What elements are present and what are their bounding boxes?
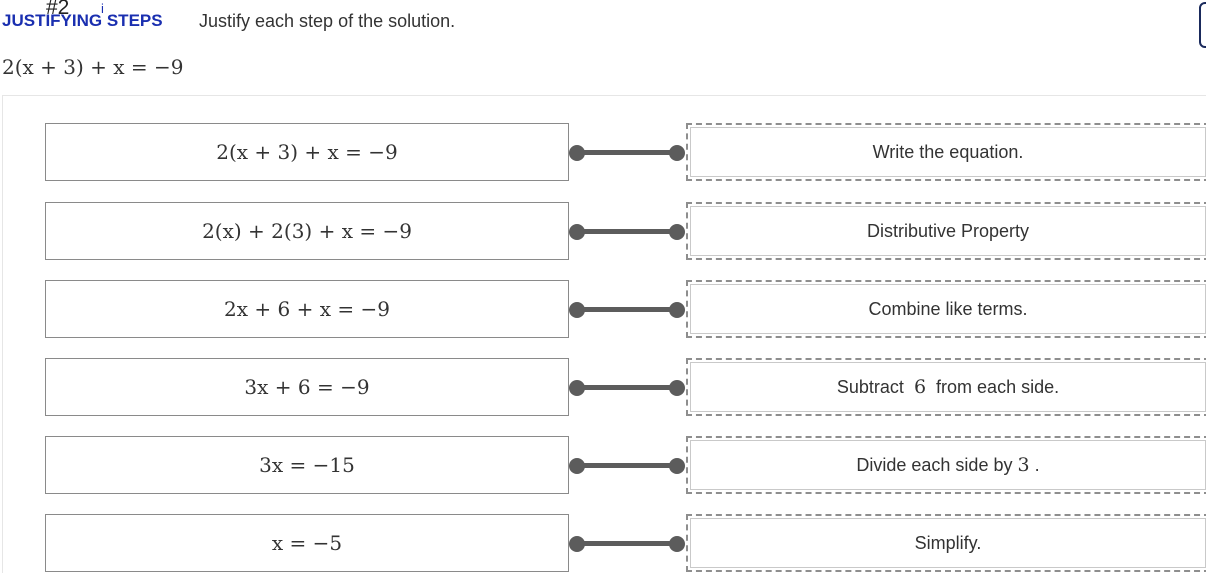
- reason-card[interactable]: Simplify.: [690, 518, 1206, 568]
- connector-right-handle[interactable]: [669, 224, 685, 240]
- connector-line: [577, 385, 677, 390]
- connector[interactable]: [569, 379, 685, 397]
- side-panel-button[interactable]: [1199, 2, 1206, 48]
- connector-right-handle[interactable]: [669, 380, 685, 396]
- reason-drop-zone[interactable]: Write the equation.: [686, 123, 1206, 181]
- step-expression-text: 2(x + 3) + x = −9: [216, 140, 398, 164]
- connector-right-handle[interactable]: [669, 536, 685, 552]
- step-expression-text: 3x = −15: [259, 453, 355, 477]
- step-expression: 2(x) + 2(3) + x = −9: [45, 202, 569, 260]
- step-expression: 3x = −15: [45, 436, 569, 494]
- step-row: 2(x) + 2(3) + x = −9 Distributive Proper…: [3, 202, 1206, 262]
- reason-drop-zone[interactable]: Simplify.: [686, 514, 1206, 572]
- connector-left-handle[interactable]: [569, 302, 585, 318]
- connector-line: [577, 307, 677, 312]
- connector[interactable]: [569, 223, 685, 241]
- matching-panel: 2(x + 3) + x = −9 Write the equation. 2(…: [2, 95, 1206, 573]
- reason-drop-zone[interactable]: Distributive Property: [686, 202, 1206, 260]
- connector-left-handle[interactable]: [569, 145, 585, 161]
- connector-line: [577, 229, 677, 234]
- connector-right-handle[interactable]: [669, 145, 685, 161]
- connector-right-handle[interactable]: [669, 458, 685, 474]
- reason-text: Simplify.: [914, 532, 982, 553]
- reason-drop-zone[interactable]: Combine like terms.: [686, 280, 1206, 338]
- connector[interactable]: [569, 144, 685, 162]
- prompt-instruction: Justify each step of the solution.: [199, 11, 456, 31]
- connector-line: [577, 150, 677, 155]
- connector-left-handle[interactable]: [569, 536, 585, 552]
- given-equation: 2(x + 3) + x = −9: [2, 55, 184, 79]
- step-row: 3x + 6 = −9 Subtract 6 from each side.: [3, 358, 1206, 418]
- step-row: 2(x + 3) + x = −9 Write the equation.: [3, 123, 1206, 183]
- reason-text: Write the equation.: [872, 141, 1024, 162]
- connector-line: [577, 463, 677, 468]
- step-row: x = −5 Simplify.: [3, 514, 1206, 573]
- step-row: 2x + 6 + x = −9 Combine like terms.: [3, 280, 1206, 340]
- reason-text-after: from each side.: [936, 376, 1060, 397]
- connector-left-handle[interactable]: [569, 224, 585, 240]
- step-expression-text: 2(x) + 2(3) + x = −9: [202, 219, 412, 243]
- reason-text-before: Subtract: [836, 376, 904, 397]
- reason-card[interactable]: Distributive Property: [690, 206, 1206, 256]
- prompt-label: JUSTIFYING STEPS: [2, 11, 163, 30]
- step-row: 3x = −15 Divide each side by 3 .: [3, 436, 1206, 496]
- reason-text-before: Divide each side by: [856, 454, 1013, 475]
- reason-card[interactable]: Write the equation.: [690, 127, 1206, 177]
- reason-number: 3: [1017, 454, 1030, 476]
- question-number: #2: [46, 0, 70, 19]
- reason-card[interactable]: Subtract 6 from each side.: [690, 362, 1206, 412]
- reason-card[interactable]: Combine like terms.: [690, 284, 1206, 334]
- connector[interactable]: [569, 457, 685, 475]
- reason-drop-zone[interactable]: Divide each side by 3 .: [686, 436, 1206, 494]
- step-expression: x = −5: [45, 514, 569, 572]
- reason-text: Distributive Property: [866, 220, 1030, 241]
- reason-drop-zone[interactable]: Subtract 6 from each side.: [686, 358, 1206, 416]
- reason-text-after: .: [1034, 454, 1040, 475]
- step-expression-text: 3x + 6 = −9: [244, 375, 370, 399]
- reason-number: 6: [913, 376, 927, 398]
- connector-left-handle[interactable]: [569, 380, 585, 396]
- step-expression: 2(x + 3) + x = −9: [45, 123, 569, 181]
- connector-line: [577, 541, 677, 546]
- connector[interactable]: [569, 301, 685, 319]
- step-expression-text: x = −5: [271, 531, 343, 555]
- step-expression: 2x + 6 + x = −9: [45, 280, 569, 338]
- step-expression-text: 2x + 6 + x = −9: [224, 297, 390, 321]
- step-expression: 3x + 6 = −9: [45, 358, 569, 416]
- info-icon[interactable]: i: [101, 1, 104, 16]
- header: JUSTIFYING STEPS Justify each step of th…: [0, 0, 1206, 48]
- reason-text: Combine like terms.: [868, 298, 1028, 319]
- connector-right-handle[interactable]: [669, 302, 685, 318]
- connector-left-handle[interactable]: [569, 458, 585, 474]
- reason-card[interactable]: Divide each side by 3 .: [690, 440, 1206, 490]
- connector[interactable]: [569, 535, 685, 553]
